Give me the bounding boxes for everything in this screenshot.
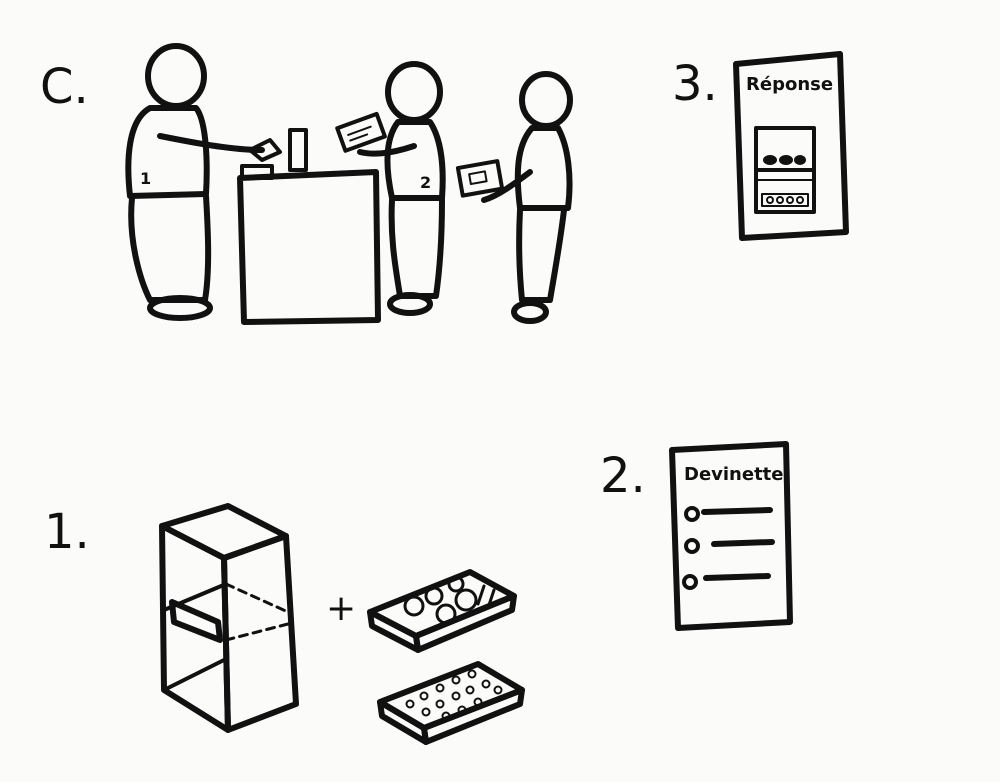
step-2-group: 2. Devinette [600,441,793,631]
cabinet-shelf [169,599,223,643]
person-1-head [145,43,207,109]
reponse-cabinet-icon [754,126,816,214]
person-2-card-icon [335,111,387,153]
person-1-label: 1 [140,169,151,188]
person-3-feet [511,300,549,324]
counter-box [237,169,381,325]
cabinet-shelf-dash-top [224,582,290,614]
plus-sign: + [326,588,356,629]
person-3-figure [455,71,573,324]
bullet-line [701,507,773,515]
person-2-feet [387,292,433,316]
tray-small-items [377,661,525,745]
person-1-legs [128,193,212,303]
person-1-torso [125,105,210,199]
person-1-arm [157,133,265,153]
person-2-label: 2 [420,173,431,192]
devinette-bullet-list [682,506,775,590]
step-1-number: 1. [44,504,90,560]
bullet-line [711,539,775,547]
person-1-feet [147,295,213,321]
step-3-group: 3. Réponse [672,51,849,241]
person-2-torso [384,119,446,201]
cabinet-top [159,503,289,561]
person-3-arm [481,169,533,203]
bullet-icon [684,538,700,554]
tray-2-front [421,687,525,745]
devinette-card [669,441,793,631]
person-3-head [519,71,573,129]
bullet-icon [684,506,700,522]
cabinet-front [221,533,299,733]
product-item [248,138,282,162]
scene-counter: C. 1 2 [40,43,573,325]
step-3-number: 3. [672,56,718,112]
cash-register [288,128,308,172]
person-2-figure: 2 [335,61,446,316]
counter-tray [240,164,274,180]
reponse-card [733,51,849,241]
scene-label: C. [40,59,89,115]
step-2-number: 2. [600,448,646,504]
step-1-group: 1. + [44,503,525,745]
person-2-head [385,61,443,123]
person-2-legs [388,197,445,299]
bullet-line [703,573,771,581]
cabinet-base-line [162,658,226,692]
tray-1-front [413,593,517,653]
counter [237,128,381,325]
devinette-card-title: Devinette [684,464,784,485]
tray-large-items [367,569,517,653]
bullet-icon [682,574,698,590]
cabinet-3d [159,503,299,733]
person-3-torso [514,125,573,211]
person-3-card-icon [455,159,505,198]
tray-2-side [377,699,429,745]
cabinet-shelf-dash-bottom [224,622,290,642]
person-3-legs [516,207,567,303]
tray-1-side [367,609,421,653]
person-2-arm [357,143,417,157]
reponse-card-title: Réponse [746,74,833,95]
